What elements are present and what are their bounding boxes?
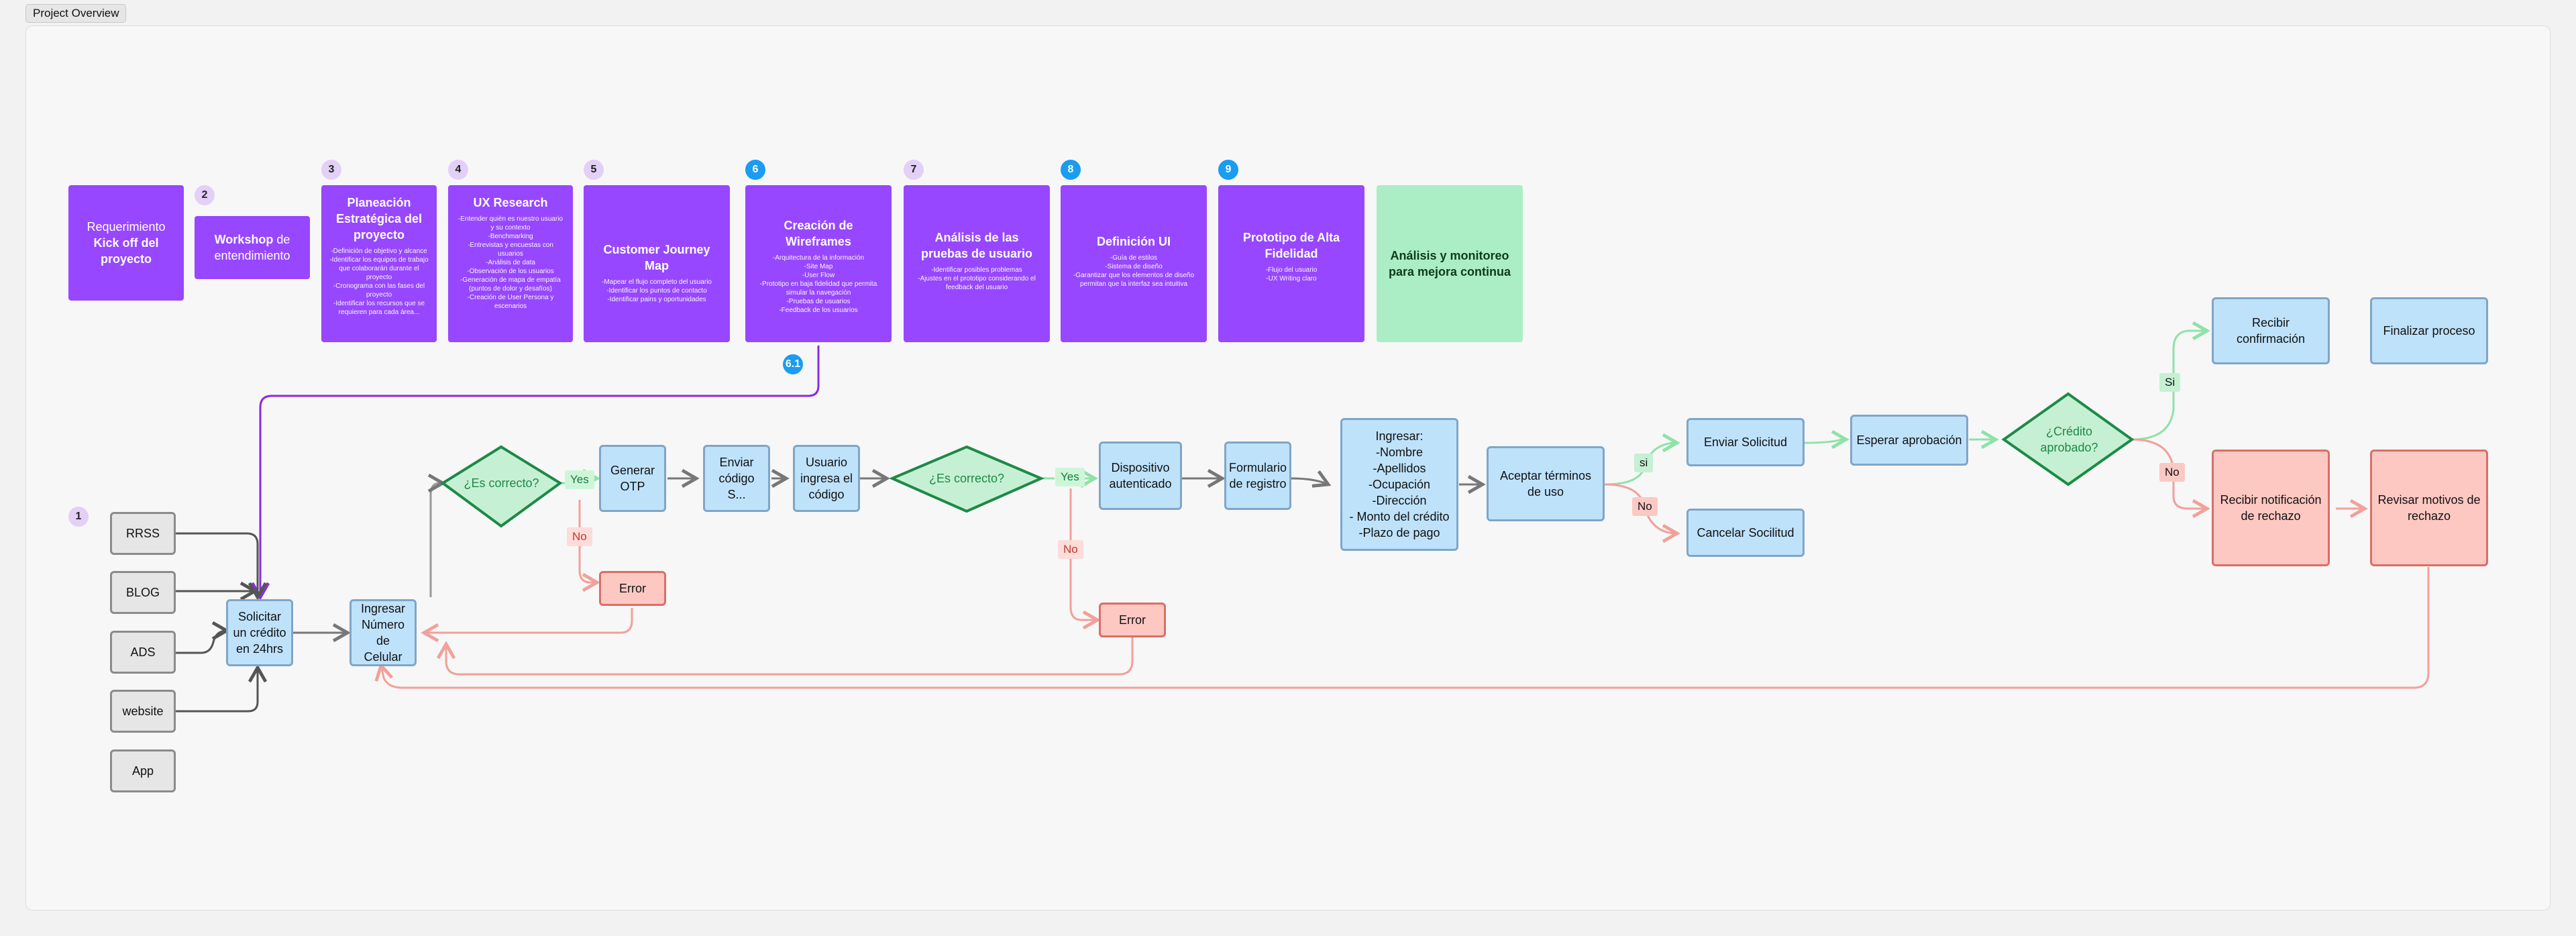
decision-diamond-1 [440,445,563,528]
card-title: Creación de Wireframes [784,219,853,248]
tag-yes-1: Yes [565,470,594,489]
source-ads[interactable]: ADS [110,631,176,674]
phase-number-2: 2 [195,185,215,205]
node-enviar-solicitud[interactable]: Enviar Solicitud [1686,418,1805,466]
phase-number-1: 1 [68,507,89,527]
tag-yes-2: Yes [1055,468,1085,486]
node-revisar-motivos[interactable]: Revisar motivos de rechazo [2370,450,2488,566]
phase-card-analisis-pruebas[interactable]: Análisis de las pruebas de usuario -Iden… [904,185,1050,342]
node-formulario-registro[interactable]: Formulario de registro [1224,441,1291,510]
card-body: -Guía de estilos -Sistema de diseño -Gar… [1073,254,1195,288]
node-ingresar-datos[interactable]: Ingresar: -Nombre -Apellidos -Ocupación … [1340,418,1458,551]
card-body: -Entender quién es nuestro usuario y su … [458,215,564,310]
phase-card-monitoreo[interactable]: Análisis y monitoreo para mejora continu… [1377,185,1523,342]
card-title: Análisis y monitoreo para mejora continu… [1388,249,1511,278]
phase-card-workshop[interactable]: Workshop de entendimiento [195,216,310,279]
phase-card-wireframes[interactable]: Creación de Wireframes -Arquitectura de … [745,185,892,342]
ingresar-line: - Monto del crédito [1349,510,1450,523]
source-website[interactable]: website [110,690,176,733]
card-body: -Arquitectura de la información -Site Ma… [759,254,877,314]
source-rrss[interactable]: RRSS [110,512,176,555]
phase-number-9: 9 [1218,160,1238,180]
phase-number-6: 6 [745,160,765,180]
ingresar-line: Ingresar: [1375,429,1424,443]
card-title: Customer Journey Map [603,243,710,272]
card-body: -Mapear el flujo completo del usuario -I… [602,278,712,303]
node-cancelar-solicitud[interactable]: Cancelar Socilitud [1686,509,1805,557]
tag-si-2: Si [2159,373,2181,392]
node-recibir-confirmacion[interactable]: Recibir confirmación [2212,297,2330,364]
phase-card-definicion-ui[interactable]: Definición UI -Guía de estilos -Sistema … [1061,185,1207,342]
node-generar-otp[interactable]: Generar OTP [599,445,666,512]
tag-no-1: No [567,527,592,546]
tag-si-1: si [1634,454,1654,472]
card-body: -Identificar posibles problemas -Ajustes… [918,266,1036,291]
card-title: Análisis de las pruebas de usuario [920,231,1033,260]
card-title: Definición UI [1096,235,1171,248]
decision-diamond-2 [888,445,1045,513]
source-app[interactable]: App [110,749,176,792]
phase-card-planeacion[interactable]: Planeación Estratégica del proyecto -Def… [321,185,437,342]
frame-title[interactable]: Project Overview [25,4,127,23]
phase-card-kickoff[interactable]: Requerimiento Kick off del proyecto [68,185,184,301]
card-title: UX Research [473,196,548,209]
phase-number-4: 4 [448,160,468,180]
node-error-1[interactable]: Error [599,571,666,606]
card-title: Prototipo de Alta Fidelidad [1242,231,1340,260]
tag-no-4: No [2159,463,2185,482]
tag-no-3: No [1632,497,1658,516]
node-ingresar-numero[interactable]: Ingresar Número de Celular [350,599,417,666]
card-body: -Flujo del usuario -UX Writing claro [1265,266,1318,282]
phase-card-ux-research[interactable]: UX Research -Entender quién es nuestro u… [448,185,573,342]
decision-diamond-3 [2001,392,2135,486]
node-dispositivo-autenticado[interactable]: Dispositivo autenticado [1099,441,1182,510]
node-recibir-rechazo[interactable]: Recibir notificación de rechazo [2212,450,2330,566]
phase-number-5: 5 [584,160,604,180]
decision-label-2: ¿Es correcto? [928,472,1005,485]
card-title-light: Requerimiento [87,220,166,233]
node-finalizar-proceso[interactable]: Finalizar proceso [2370,297,2488,364]
phase-number-6-1: 6.1 [783,354,803,374]
phase-number-3: 3 [321,160,341,180]
node-solicitar-credito[interactable]: Solicitar un crédito en 24hrs [226,599,293,666]
node-enviar-codigo[interactable]: Enviar código S... [703,445,770,512]
tag-no-2: No [1058,540,1083,559]
source-blog[interactable]: BLOG [110,571,176,614]
ingresar-line: -Ocupación [1368,478,1431,491]
phase-number-8: 8 [1061,160,1081,180]
card-title-bold: Workshop [214,233,274,246]
node-aceptar-terminos[interactable]: Aceptar términos de uso [1487,446,1605,521]
phase-card-prototipo-alta[interactable]: Prototipo de Alta Fidelidad -Flujo del u… [1218,185,1364,342]
card-body: -Definición de objetivo y alcance -Ident… [329,248,429,316]
phase-card-journey-map[interactable]: Customer Journey Map -Mapear el flujo co… [584,185,730,342]
ingresar-line: -Apellidos [1373,462,1426,475]
node-error-2[interactable]: Error [1099,603,1166,637]
node-usuario-ingresa[interactable]: Usuario ingresa el código [793,445,860,512]
card-title-light: de entendimiento [214,233,290,262]
card-title-bold: Kick off del proyecto [93,236,159,266]
card-title: Planeación Estratégica del proyecto [335,196,423,242]
ingresar-line: -Dirección [1372,494,1427,507]
phase-number-7: 7 [904,160,924,180]
ingresar-line: -Plazo de pago [1358,526,1440,539]
decision-label-1: ¿Es correcto? [464,476,539,490]
ingresar-line: -Nombre [1375,446,1423,459]
node-esperar-aprobacion[interactable]: Esperar aprobación [1850,415,1968,466]
decision-label-3: ¿Crédito aprobado? [2040,425,2098,454]
